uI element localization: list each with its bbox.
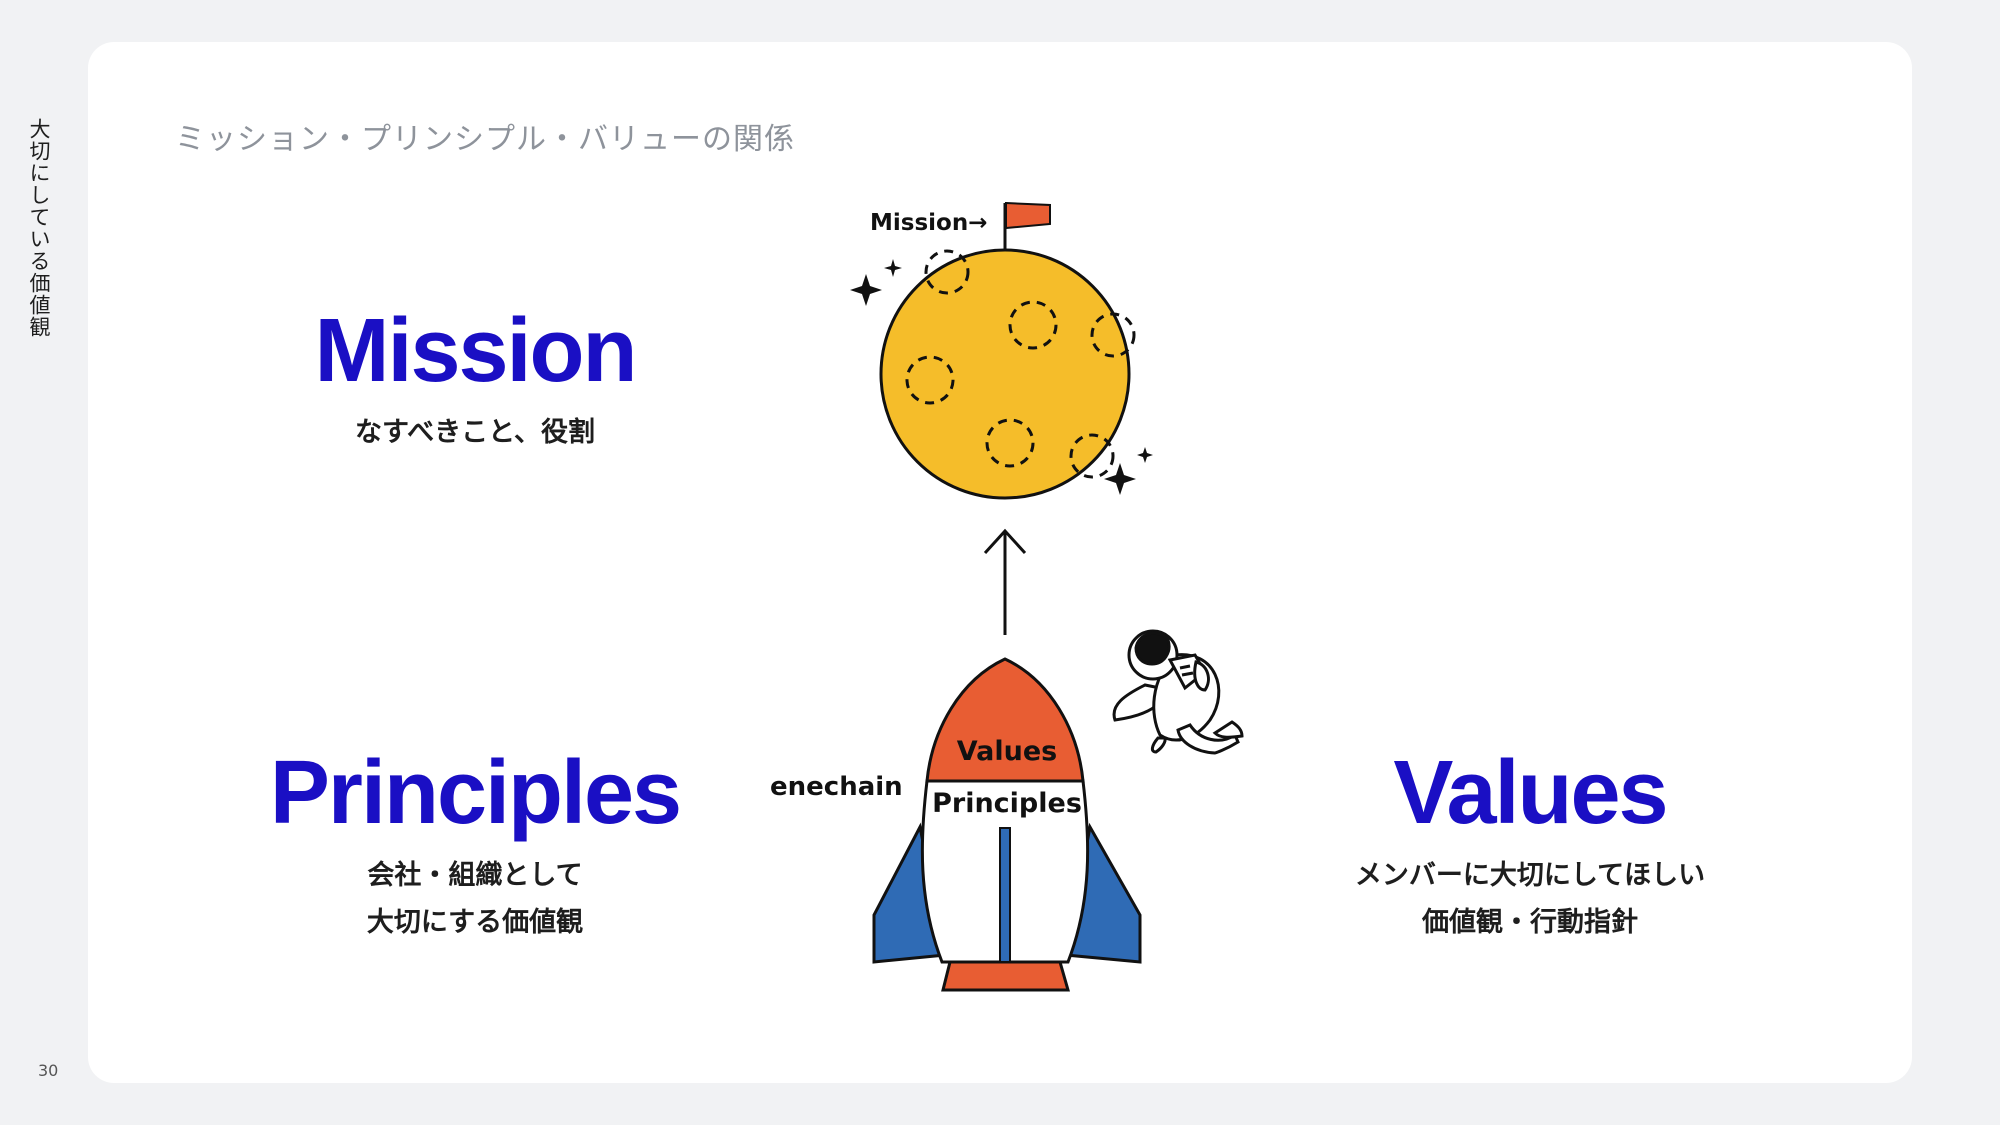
principles-description-line-2: 大切にする価値観 xyxy=(366,907,584,938)
values-heading: Values xyxy=(1393,743,1668,843)
mission-description: なすべきこと、役割 xyxy=(250,409,700,456)
astronaut-icon xyxy=(1112,629,1244,755)
arrow-up-icon xyxy=(983,528,1027,635)
sparkle-icon xyxy=(850,259,1153,495)
values-description-line-1: メンバーに大切にしてほしい xyxy=(1354,860,1706,891)
principles-description-line-1: 会社・組織として xyxy=(367,860,583,891)
rocket-principles-label: Principles xyxy=(932,788,1082,819)
mission-heading: Mission xyxy=(314,301,637,401)
moon-mission-label: Mission→ xyxy=(870,210,987,236)
moon-icon xyxy=(879,248,1136,500)
section-label: 大切にしている価値観 xyxy=(27,118,51,338)
values-description-line-2: 価値観・行動指針 xyxy=(1422,907,1638,938)
flag-icon xyxy=(1003,201,1051,250)
mission-description-line: なすべきこと、役割 xyxy=(354,417,596,448)
rocket-icon xyxy=(872,657,1142,992)
enechain-label: enechain xyxy=(770,772,903,802)
slide-title: ミッション・プリンシプル・バリューの関係 xyxy=(175,122,795,157)
page-number: 30 xyxy=(38,1061,59,1080)
principles-heading: Principles xyxy=(269,743,682,843)
values-description: メンバーに大切にしてほしい 価値観・行動指針 xyxy=(1300,852,1760,946)
principles-description: 会社・組織として 大切にする価値観 xyxy=(230,852,720,946)
rocket-values-label: Values xyxy=(957,736,1058,767)
